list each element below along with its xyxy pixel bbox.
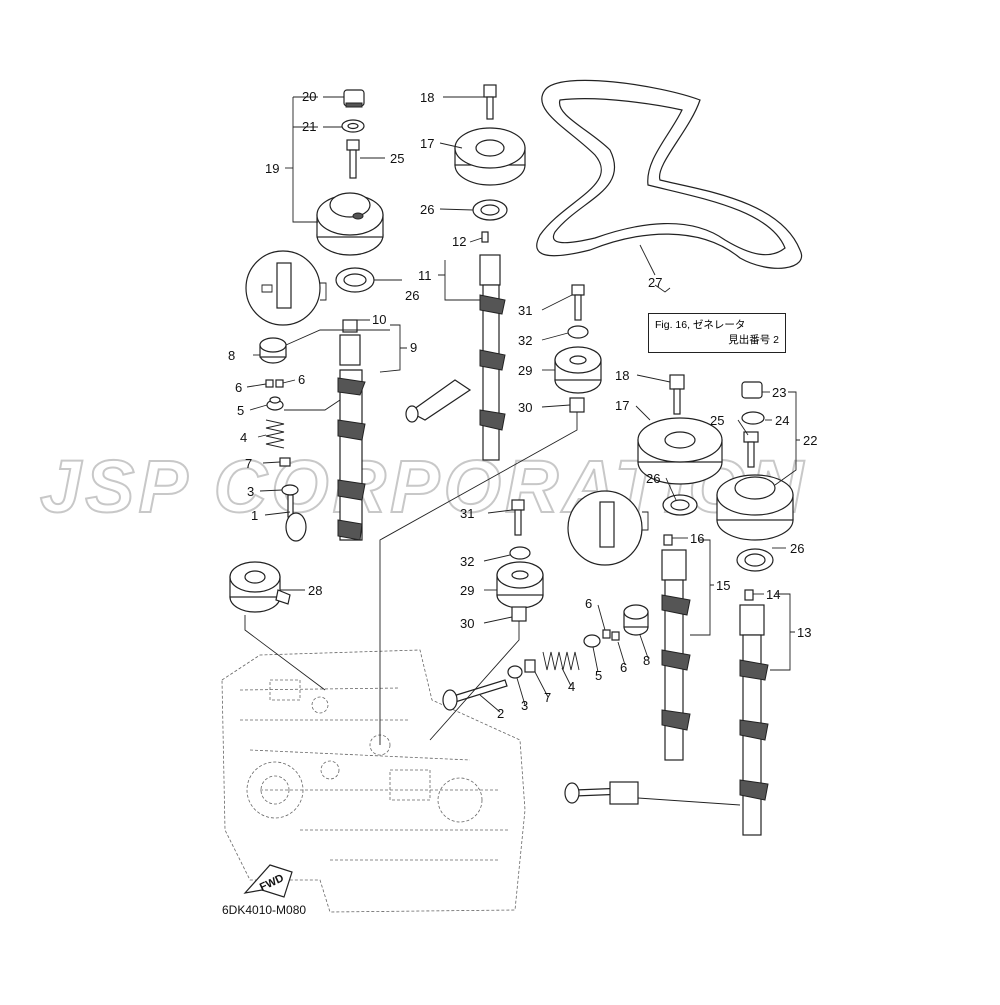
callout: 22 (803, 433, 817, 448)
callout: 6 (235, 380, 242, 395)
callout: 26 (646, 471, 660, 486)
callout: 21 (302, 119, 316, 134)
callout: 25 (710, 413, 724, 428)
callout: 7 (245, 456, 252, 471)
callout: 32 (518, 333, 532, 348)
callout: 30 (460, 616, 474, 631)
callout: 9 (410, 340, 417, 355)
callout: 2 (497, 706, 504, 721)
callout: 17 (615, 398, 629, 413)
timing-belt (536, 79, 803, 269)
callout: 24 (775, 413, 789, 428)
callout: 26 (420, 202, 434, 217)
reference-box: Fig. 16, ゼネレータ 見出番号 2 (648, 313, 786, 353)
far-right-sprocket-assembly (716, 381, 794, 572)
callout: 16 (690, 531, 704, 546)
callout: 30 (518, 400, 532, 415)
callout: 8 (643, 653, 650, 668)
callout: 8 (228, 348, 235, 363)
callout: 5 (237, 403, 244, 418)
center-cam-assembly (405, 84, 526, 461)
callout: 32 (460, 554, 474, 569)
callout: 11 (418, 268, 432, 283)
callout: 26 (405, 288, 419, 303)
callout: 4 (240, 430, 247, 445)
callout: 6 (620, 660, 627, 675)
callout: 18 (615, 368, 629, 383)
lower-valve-train (442, 604, 649, 805)
special-tool-icon (245, 250, 327, 326)
callout: 20 (302, 89, 316, 104)
callout: 25 (390, 151, 404, 166)
fwd-arrow-icon: FWD (243, 864, 293, 898)
engine-block (221, 649, 526, 913)
callout: 7 (544, 690, 551, 705)
callout: 23 (772, 385, 786, 400)
callout: 15 (716, 578, 730, 593)
left-cam-sprocket-assembly (316, 89, 384, 541)
callout: 5 (595, 668, 602, 683)
callout: 14 (766, 587, 780, 602)
upper-tensioner-assembly (554, 284, 602, 413)
callout: 29 (460, 583, 474, 598)
callout: 28 (308, 583, 322, 598)
lower-tensioner-assembly (496, 499, 544, 622)
callout: 6 (298, 372, 305, 387)
callout: 31 (460, 506, 474, 521)
callout: 18 (420, 90, 434, 105)
special-tool-icon-right (567, 490, 649, 566)
callout-labels: 20 21 19 25 26 10 9 8 6 6 5 4 7 3 1 18 1… (228, 89, 817, 721)
leader-lines (244, 96, 800, 806)
callout: 29 (518, 363, 532, 378)
callout: 13 (797, 625, 811, 640)
callout: 27 (648, 275, 662, 290)
callout: 3 (247, 484, 254, 499)
callout: 19 (265, 161, 279, 176)
camshaft-15 (661, 534, 691, 761)
callout: 26 (790, 541, 804, 556)
callout: 3 (521, 698, 528, 713)
camshaft-13 (739, 589, 769, 836)
reference-line-2: 見出番号 2 (728, 334, 779, 346)
right-cam-sprocket-assembly (637, 374, 723, 516)
callout: 4 (568, 679, 575, 694)
callout: 12 (452, 234, 466, 249)
callout: 1 (251, 508, 258, 523)
callout: 17 (420, 136, 434, 151)
callout: 10 (372, 312, 386, 327)
reference-line-1: Fig. 16, ゼネレータ (655, 319, 746, 331)
callout: 31 (518, 303, 532, 318)
diagram-code: 6DK4010-M080 (222, 903, 307, 917)
belt-tensioner-28 (229, 561, 291, 613)
callout: 6 (585, 596, 592, 611)
